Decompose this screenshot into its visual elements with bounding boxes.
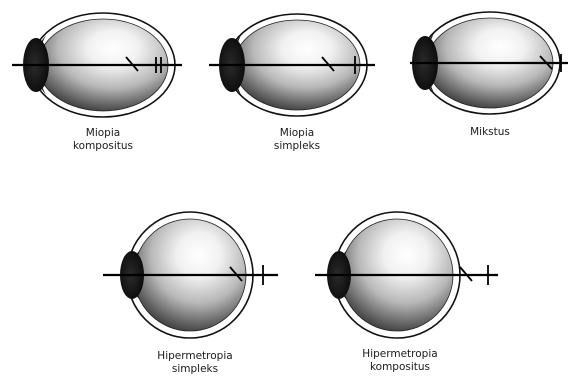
label-hipermetropia-simpleks: Hipermetropia simpleks	[140, 350, 250, 376]
label-line: Mikstus	[440, 126, 540, 139]
label-hipermetropia-kompositus: Hipermetropia kompositus	[345, 348, 455, 374]
label-line: kompositus	[53, 140, 153, 153]
label-mikstus: Mikstus	[440, 126, 540, 139]
label-miopia-simpleks: Miopia simpleks	[247, 127, 347, 153]
eye-miopia-kompositus	[12, 13, 182, 117]
eye-miopia-simpleks	[209, 14, 375, 116]
eye-hipermetropia-simpleks	[103, 212, 278, 338]
label-line: simpleks	[247, 140, 347, 153]
eye-mikstus	[410, 12, 568, 114]
label-line: Miopia	[247, 127, 347, 140]
label-line: Hipermetropia	[345, 348, 455, 361]
label-line: simpleks	[140, 363, 250, 376]
eye-hipermetropia-kompositus	[315, 212, 498, 338]
label-line: Miopia	[53, 127, 153, 140]
label-miopia-kompositus: Miopia kompositus	[53, 127, 153, 153]
label-line: Hipermetropia	[140, 350, 250, 363]
label-line: kompositus	[345, 361, 455, 374]
